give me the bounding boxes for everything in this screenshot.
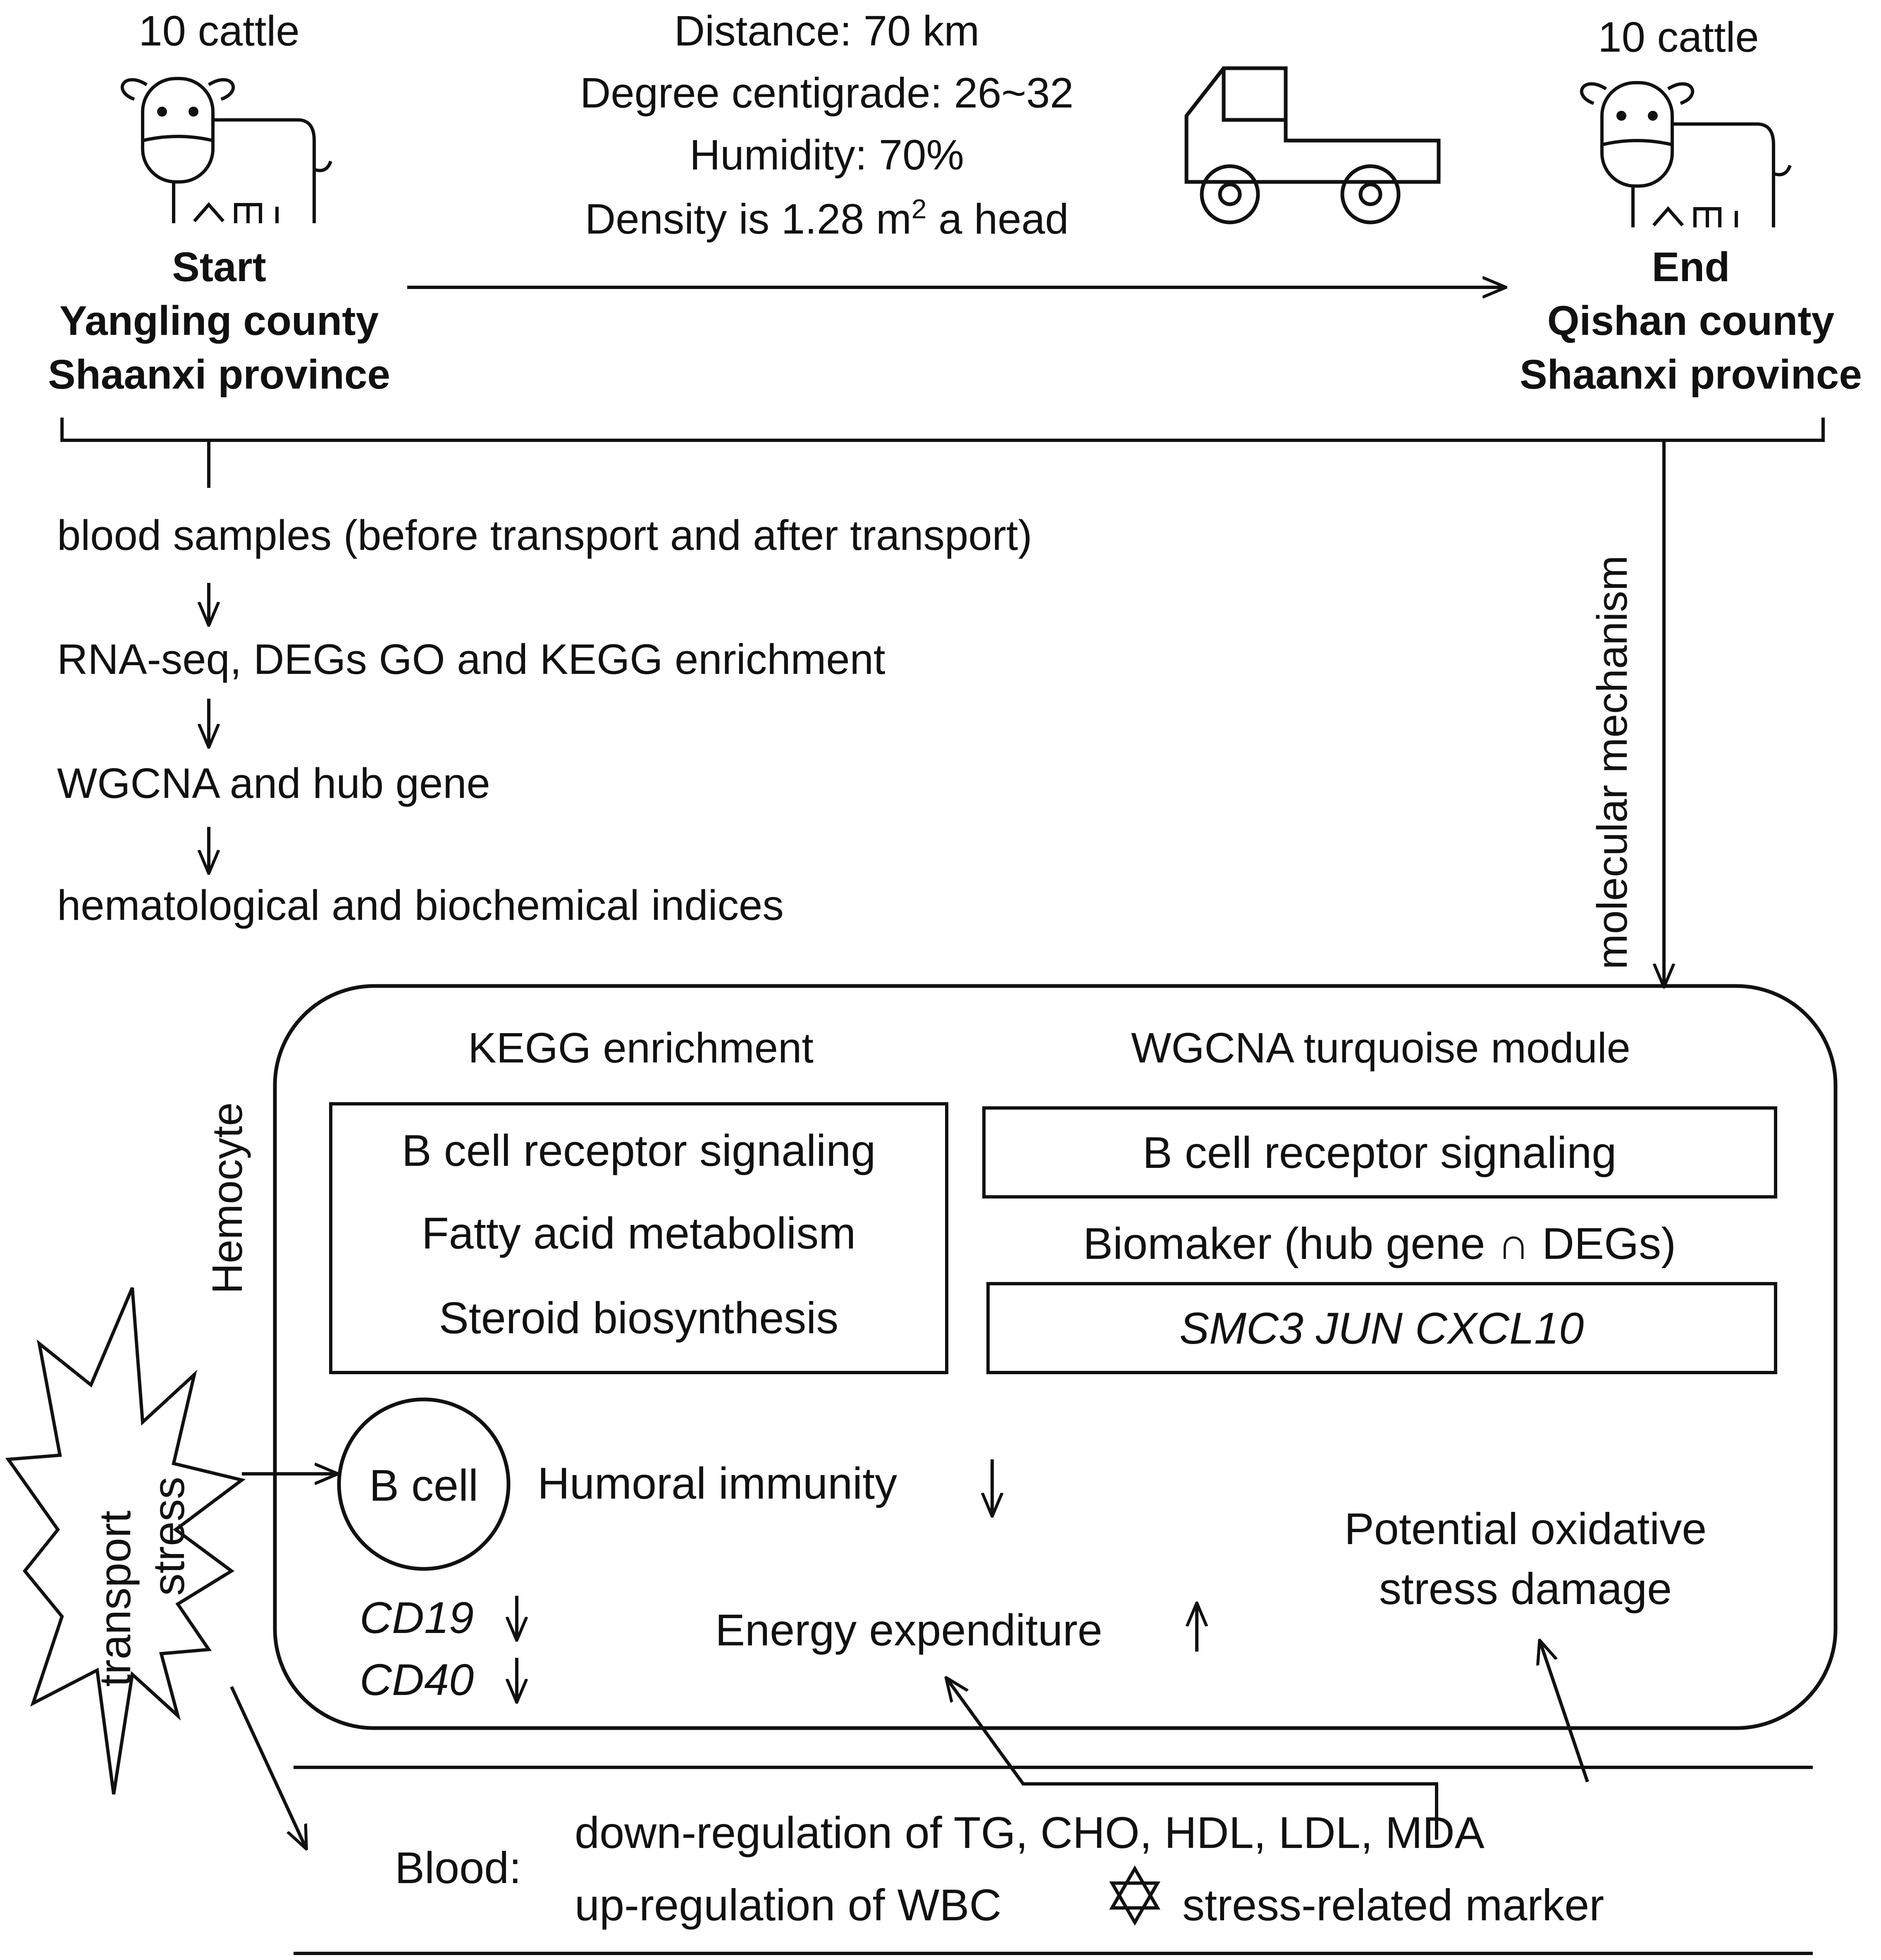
wgcna-item: B cell receptor signaling [1143, 1127, 1617, 1177]
molecular-mechanism-label: molecular mechanism [1588, 555, 1636, 969]
transport-degree: Degree centigrade: 26~32 [580, 69, 1074, 117]
wgcna-title: WGCNA turquoise module [1131, 1024, 1630, 1072]
bcell-label: B cell [369, 1460, 478, 1510]
workflow-step-1: blood samples (before transport and afte… [57, 511, 1032, 559]
start-county: Yangling county [60, 298, 379, 344]
workflow-step-4: hematological and biochemical indices [57, 881, 784, 929]
workflow-step-3: WGCNA and hub gene [57, 759, 490, 807]
blood-up-prefix: up-regulation of WBC [575, 1880, 1002, 1930]
biomarker-genes: SMC3 JUN CXCL10 [1179, 1303, 1584, 1353]
kegg-box [329, 1102, 948, 1374]
kegg-item-1: B cell receptor signaling [402, 1125, 876, 1175]
stress-to-blood-arrow [230, 1686, 306, 1848]
transport-density: Density is 1.28 m2 a head [585, 193, 1069, 243]
stress-line-1: transport [90, 1511, 140, 1687]
blood-to-energy-arrow [947, 1678, 1438, 1840]
hemocyte-label: Hemocyte [203, 1102, 251, 1294]
blood-to-oxidative-arrow [1540, 1641, 1589, 1783]
truck-icon [1184, 66, 1441, 224]
route-bracket [60, 418, 1825, 442]
kegg-title: KEGG enrichment [468, 1024, 814, 1072]
end-label: End [1652, 244, 1730, 290]
humoral-immunity: Humoral immunity [537, 1458, 897, 1508]
cd40-label: CD40 [360, 1654, 474, 1705]
star-icon [1109, 1865, 1160, 1926]
end-cow-icon [1582, 83, 1790, 227]
kegg-item-3: Steroid biosynthesis [439, 1293, 839, 1343]
oxidative-line-1: Potential oxidative [1344, 1504, 1707, 1554]
energy-expenditure: Energy expenditure [715, 1605, 1103, 1655]
hemocyte-box [273, 984, 1838, 1730]
transport-humidity: Humidity: 70% [690, 131, 964, 179]
blood-label: Blood: [395, 1843, 521, 1893]
biomarker-box [986, 1282, 1777, 1374]
blood-up-suffix: stress-related marker [1182, 1880, 1604, 1930]
start-count: 10 cattle [138, 7, 299, 55]
blood-down-regulation: down-regulation of TG, CHO, HDL, LDL, MD… [575, 1807, 1485, 1857]
transport-stress-burst [5, 1287, 246, 1795]
biomarker-label: Biomaker (hub gene ∩ DEGs) [1083, 1218, 1676, 1268]
end-province: Shaanxi province [1520, 351, 1862, 398]
stress-line-2: stress [143, 1477, 193, 1596]
end-county: Qishan county [1547, 298, 1835, 344]
cd19-label: CD19 [360, 1592, 474, 1642]
end-count: 10 cattle [1598, 13, 1759, 61]
transport-distance: Distance: 70 km [674, 7, 979, 55]
start-province: Shaanxi province [48, 351, 390, 398]
kegg-item-2: Fatty acid metabolism [422, 1208, 856, 1258]
wgcna-box [982, 1106, 1777, 1198]
workflow-step-2: RNA-seq, DEGs GO and KEGG enrichment [57, 635, 885, 683]
start-cow-icon [122, 79, 331, 223]
start-label: Start [172, 244, 266, 290]
oxidative-line-2: stress damage [1379, 1564, 1672, 1614]
